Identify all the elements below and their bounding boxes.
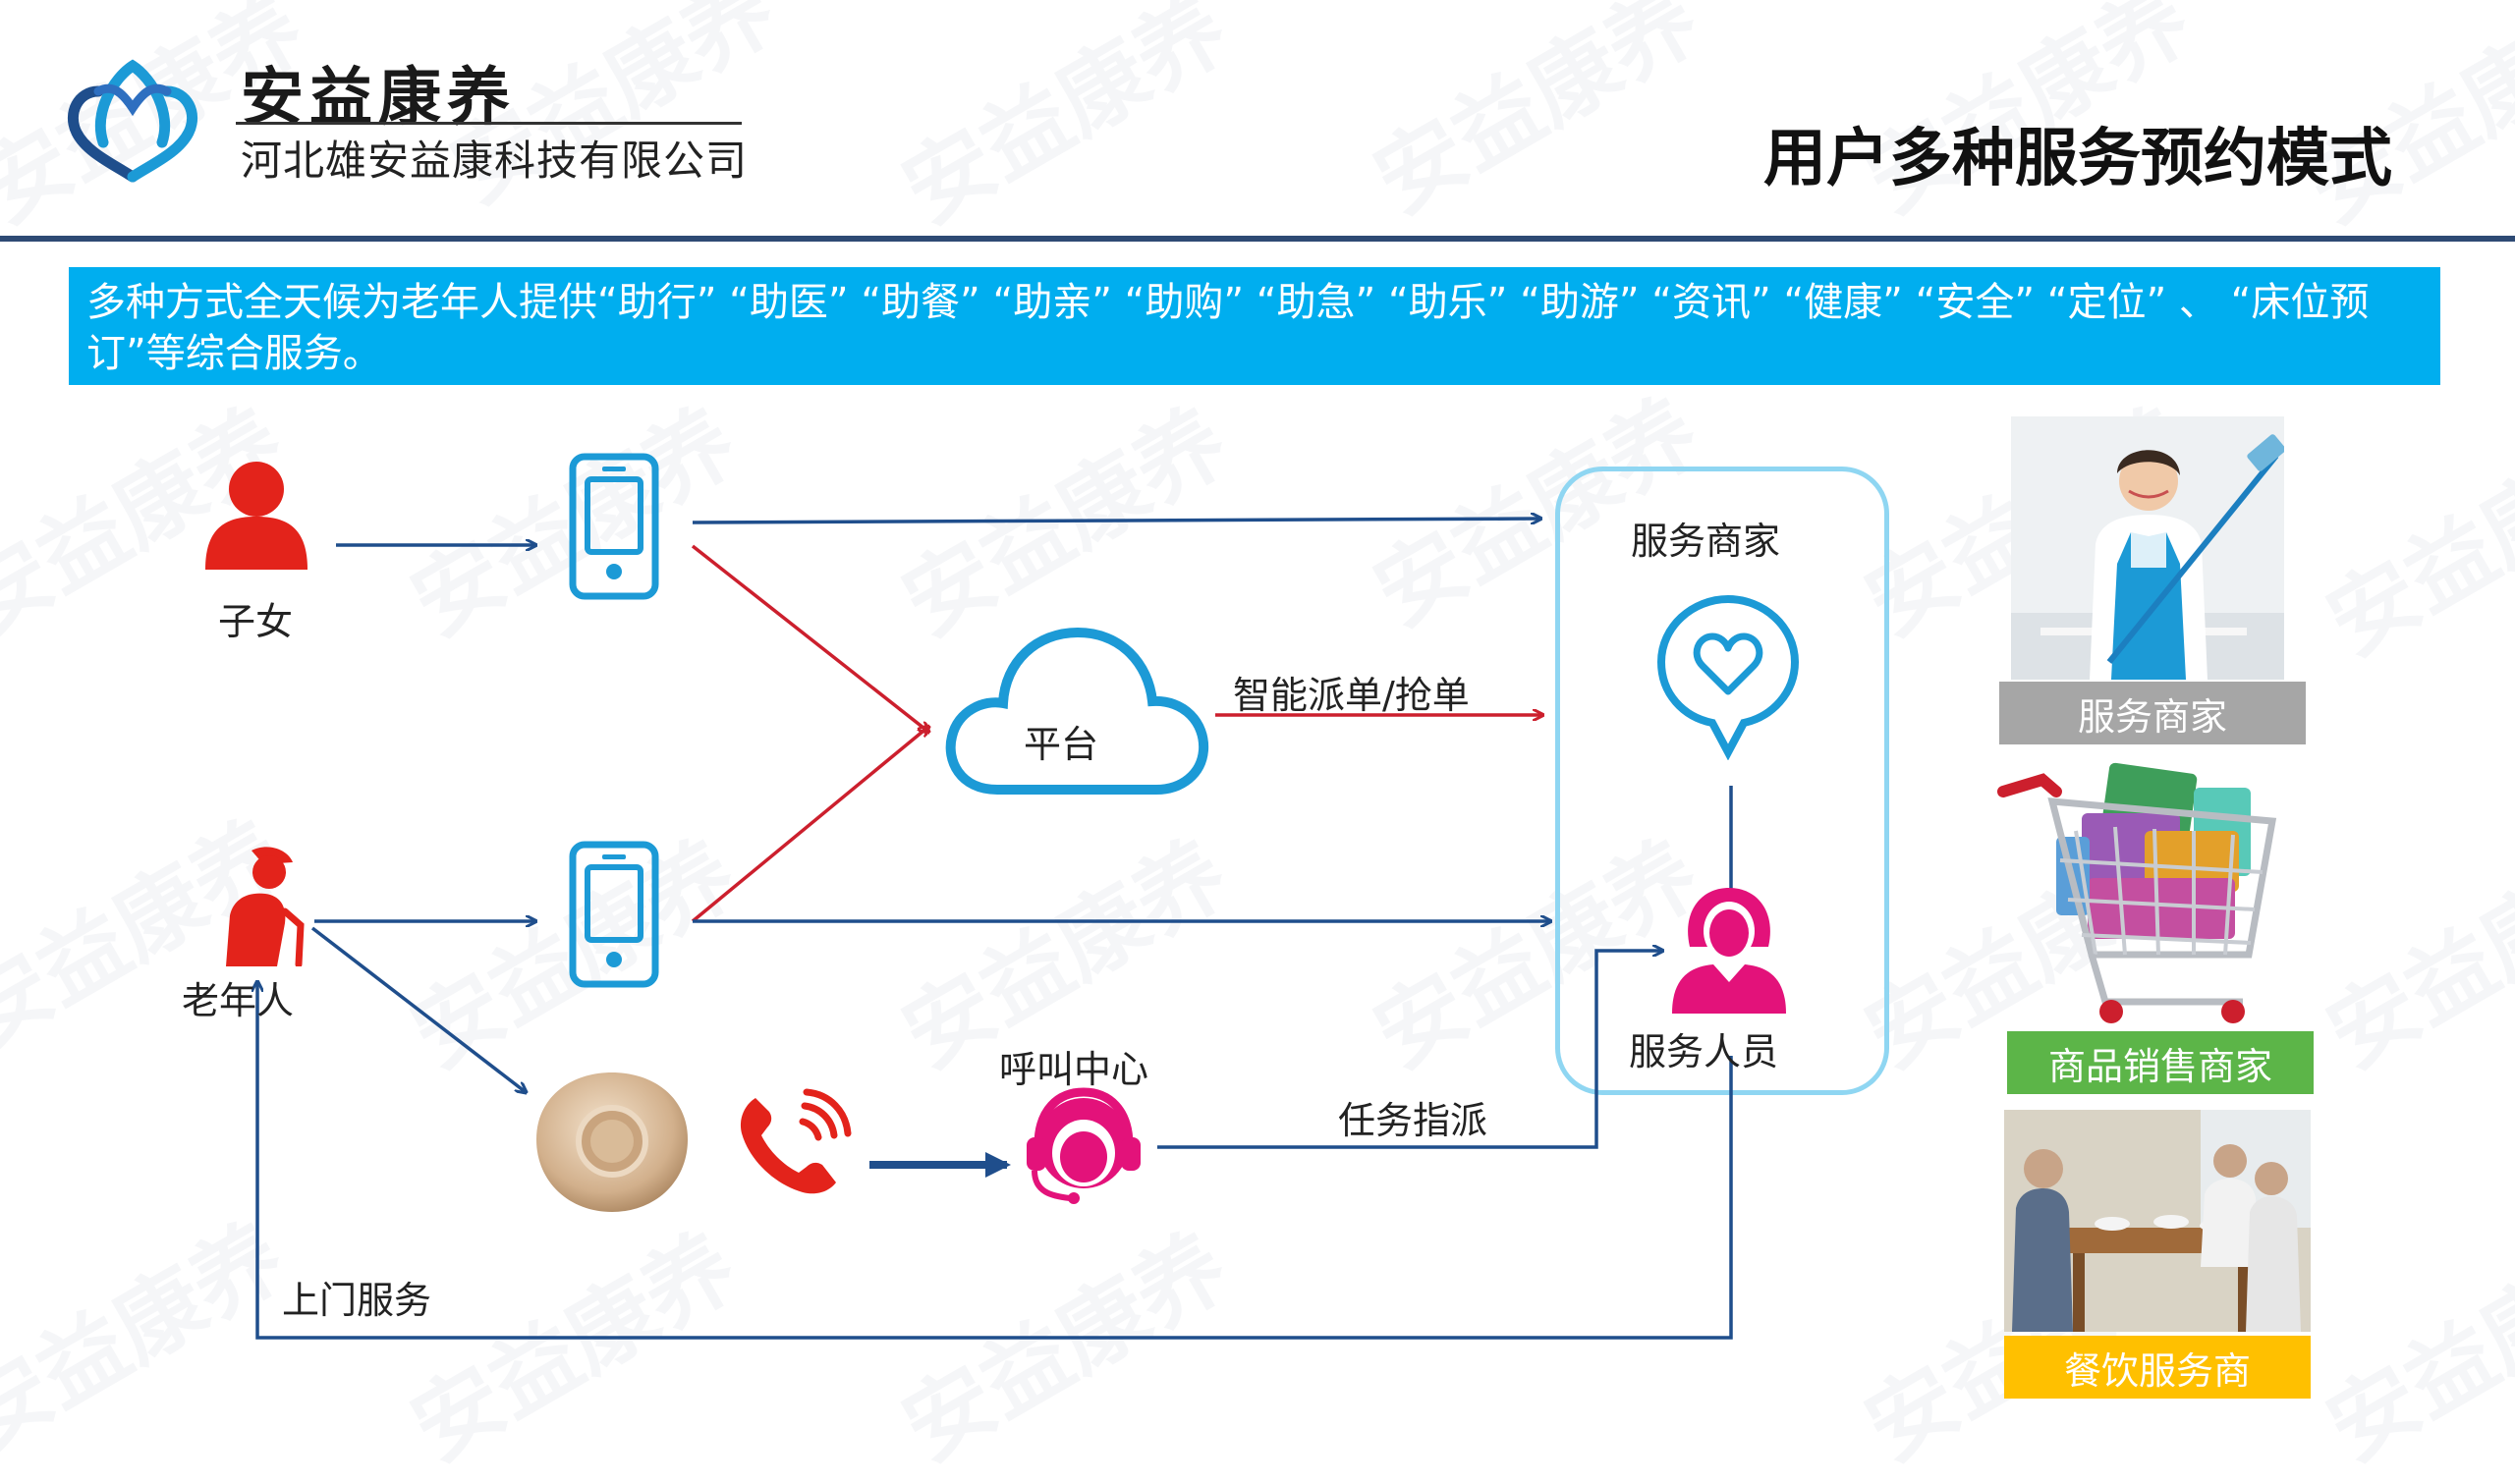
task-assign-label: 任务指派: [1338, 1099, 1488, 1142]
dispatch-label: 智能派单/抢单: [1233, 674, 1470, 717]
heart-chat-icon: [1656, 594, 1800, 760]
company-logo-icon: [67, 59, 198, 183]
arrow-phone1-to-platform: [691, 544, 928, 732]
slide-title: 用户多种服务预约模式: [1763, 123, 2392, 195]
brand-divider: [236, 122, 742, 125]
flow-arrows: [0, 0, 2515, 1340]
catering-photo: [2004, 1110, 2311, 1332]
sos-button-icon: [536, 1072, 688, 1212]
retail-merchant-caption: 商品销售商家: [2007, 1031, 2314, 1094]
cloud-platform-icon: [945, 627, 1209, 795]
shopping-cart-icon: [1997, 762, 2277, 1023]
service-merchant-caption: 服务商家: [1999, 682, 2306, 744]
arrow-home-service: [257, 982, 1733, 1340]
elderly-person-icon: [226, 847, 305, 966]
phone-call-icon: [740, 1088, 852, 1194]
arrow-phone2-to-platform: [691, 727, 928, 923]
arrow-phone-to-merchant: [692, 519, 1540, 522]
catering-caption: 餐饮服务商: [2004, 1336, 2311, 1399]
platform-label: 平台: [1024, 723, 1099, 766]
mobile-phone-icon: [569, 453, 659, 600]
company-name: 河北雄安益康科技有限公司: [241, 137, 749, 185]
service-merchant-photo: [2011, 416, 2284, 680]
staff-label: 服务人员: [1629, 1030, 1779, 1073]
call-center-label: 呼叫中心: [999, 1048, 1149, 1091]
arrow-elderly-to-button: [310, 926, 526, 1092]
home-service-label: 上门服务: [282, 1279, 432, 1322]
children-person-icon: [205, 462, 307, 570]
service-staff-icon: [1672, 888, 1786, 1014]
merchant-label: 服务商家: [1631, 520, 1781, 563]
children-label: 子女: [218, 600, 294, 643]
intro-banner: 多种方式全天候为老年人提供“助行” “助医” “助餐” “助亲” “助购” “助…: [69, 267, 2440, 385]
elderly-label: 老年人: [182, 979, 295, 1022]
merchant-container: [1555, 467, 1889, 1095]
arrow-task-assign: [1157, 951, 1662, 1149]
header-divider: [0, 236, 2515, 242]
mobile-phone-icon: [569, 841, 659, 988]
call-center-agent-icon: [1027, 1087, 1141, 1204]
